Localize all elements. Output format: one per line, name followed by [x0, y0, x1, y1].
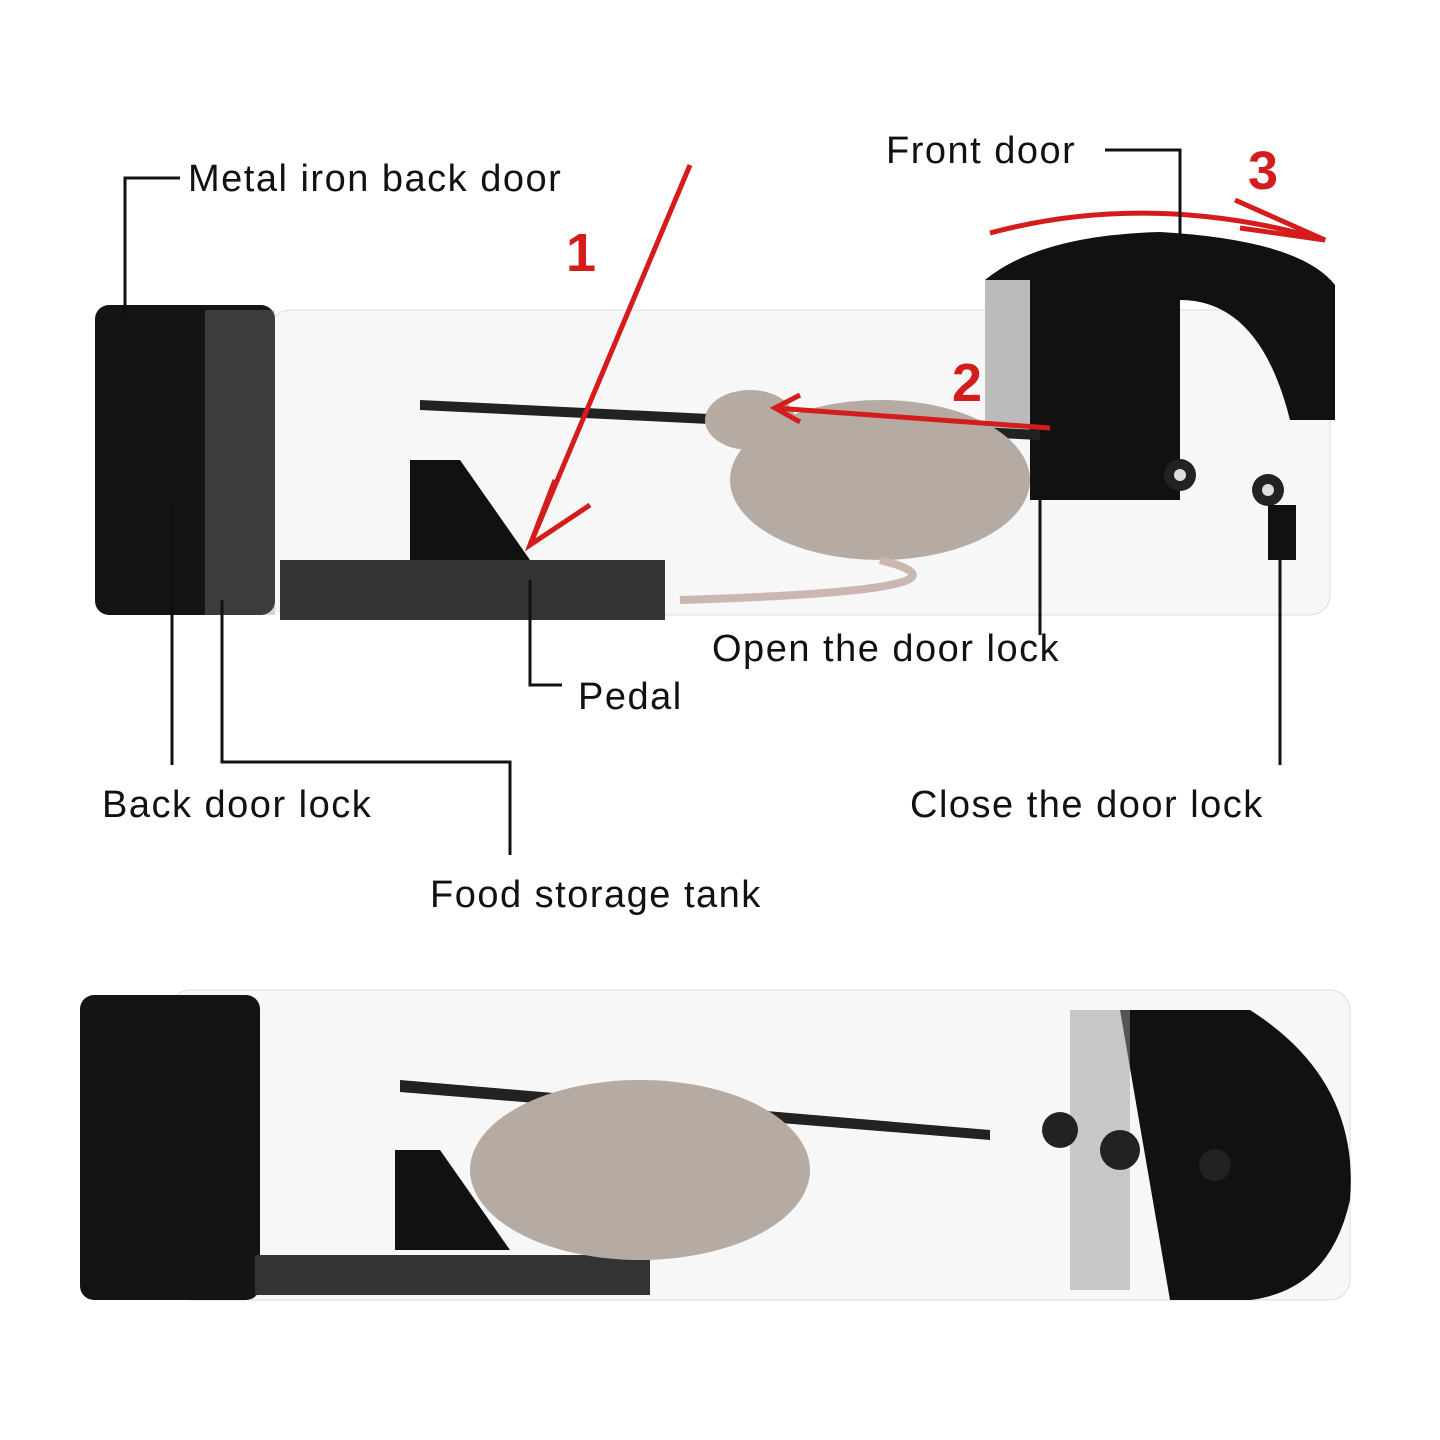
label-food-tank: Food storage tank	[430, 874, 762, 916]
label-front-door: Front door	[886, 130, 1077, 172]
mouse-bottom	[470, 1080, 810, 1260]
trap-top	[95, 232, 1335, 620]
label-pedal: Pedal	[578, 676, 683, 718]
label-close-lock: Close the door lock	[910, 784, 1264, 826]
step-3: 3	[1248, 141, 1279, 201]
leader-lines	[123, 148, 1282, 855]
trap-bottom	[80, 989, 1351, 1301]
mouse-top	[730, 400, 1030, 560]
step-1: 1	[566, 223, 597, 283]
label-metal-back-door: Metal iron back door	[188, 158, 563, 200]
step-2: 2	[952, 353, 983, 413]
label-open-lock: Open the door lock	[712, 628, 1061, 670]
label-back-lock: Back door lock	[102, 784, 373, 826]
step-arrows	[524, 164, 1327, 552]
